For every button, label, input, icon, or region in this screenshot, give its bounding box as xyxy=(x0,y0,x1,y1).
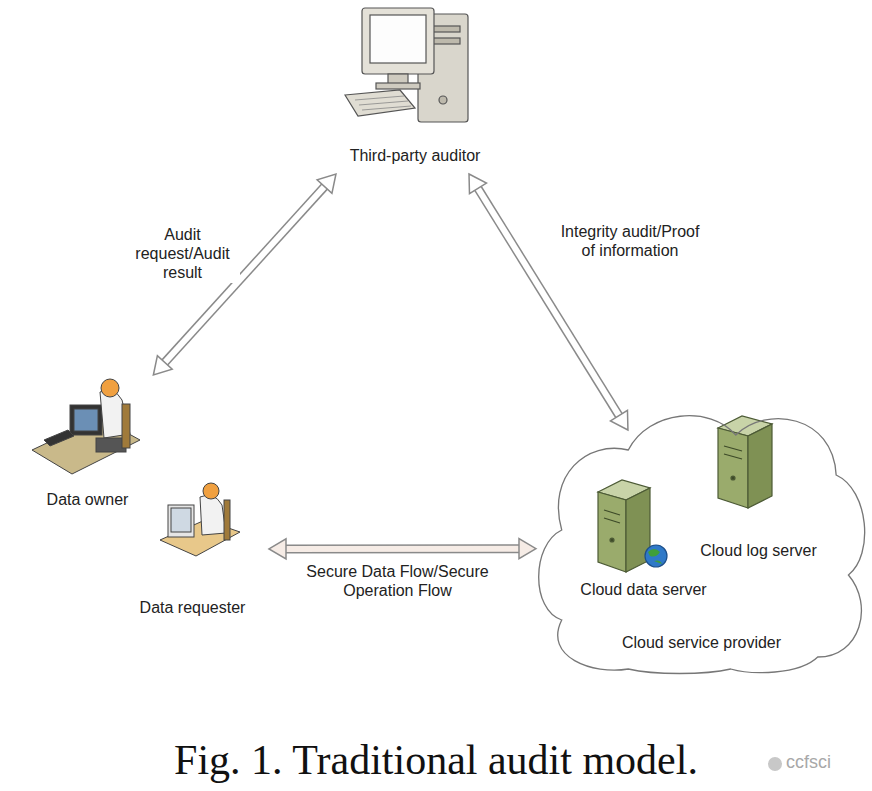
edge-label: Integrity audit/Proof of information xyxy=(560,222,700,260)
watermark-icon xyxy=(768,757,782,771)
auditor-node: Third-party auditor xyxy=(316,0,514,174)
arrow-head xyxy=(317,174,336,193)
server-node: Cloud data server xyxy=(557,480,730,600)
arrow-shaft-inner xyxy=(284,546,521,552)
arrow-head xyxy=(153,356,172,375)
log-server-icon xyxy=(718,416,772,508)
owner-icon xyxy=(32,379,140,474)
node-label: Data requester xyxy=(116,598,269,617)
arrow-head xyxy=(610,410,627,430)
node-label: Cloud service provider xyxy=(531,633,872,652)
arrow-head xyxy=(519,539,536,559)
cloud-outline xyxy=(531,405,872,672)
watermark: ccfsci xyxy=(786,752,831,774)
arrow-shaft xyxy=(284,544,521,553)
data-server-icon xyxy=(598,480,667,572)
node-label: Cloud log server xyxy=(677,541,840,560)
requester-icon xyxy=(160,483,240,556)
arrow-head xyxy=(269,539,286,559)
figure-caption: Fig. 1. Traditional audit model. xyxy=(0,735,872,785)
node-label: Cloud data server xyxy=(557,580,730,599)
double-arrow xyxy=(469,174,628,430)
edge-label: Audit request/Audit result xyxy=(125,225,240,283)
cloud-node: Cloud service provider Cloud data server C… xyxy=(531,405,872,672)
owner-node: Data owner xyxy=(21,375,154,520)
node-label: Third-party auditor xyxy=(316,146,514,165)
server-node: Cloud log server xyxy=(677,413,840,565)
double-arrow xyxy=(269,539,536,559)
requester-node: Data requester xyxy=(116,478,269,620)
edge-label: Secure Data Flow/Secure Operation Flow xyxy=(295,562,500,600)
arrow-head xyxy=(469,174,486,194)
node-label: Data owner xyxy=(21,490,154,509)
computer-icon xyxy=(345,8,468,122)
